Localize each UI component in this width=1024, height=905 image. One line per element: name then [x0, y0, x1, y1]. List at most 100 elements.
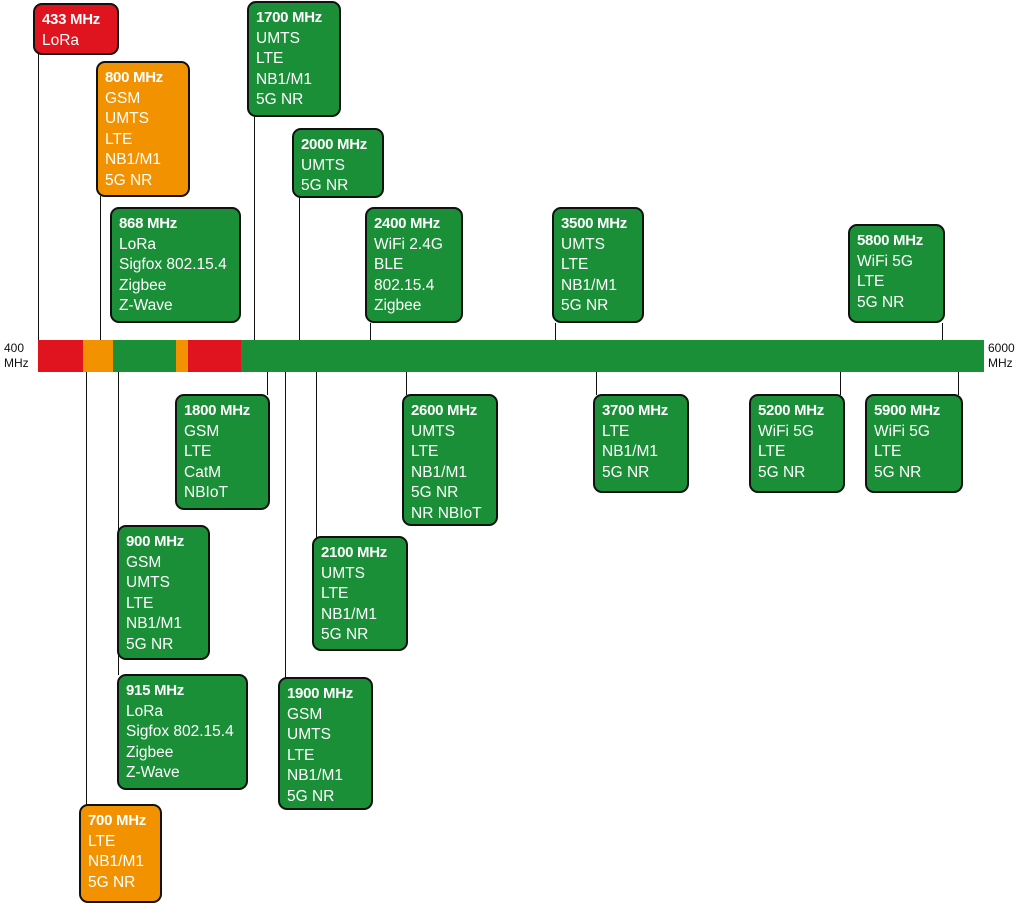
- band-tech: WiFi 2.4G: [374, 235, 443, 253]
- band-tech: 5G NR: [758, 463, 806, 481]
- band-box-2100: 2100 MHz UMTS LTE NB1/M1 5G NR: [312, 536, 408, 651]
- band-tech: UMTS: [126, 574, 170, 591]
- connector-800: [100, 196, 101, 340]
- connector-1800: [267, 372, 268, 395]
- band-tech: LTE: [287, 746, 315, 764]
- band-tech: Zigbee: [126, 743, 174, 761]
- band-title: 1800 MHz: [184, 402, 250, 419]
- band-tech: LoRa: [126, 702, 164, 720]
- band-tech: Zigbee: [119, 276, 167, 294]
- band-tech: UMTS: [105, 110, 149, 127]
- band-title: 3500 MHz: [561, 215, 627, 232]
- band-tech: GSM: [126, 553, 162, 571]
- band-box-868: 868 MHz LoRa Sigfox 802.15.4 Zigbee Z-Wa…: [110, 207, 241, 323]
- band-tech: 5G NR: [874, 463, 922, 481]
- band-tech: LTE: [602, 422, 630, 440]
- band-tech: Zigbee: [374, 297, 422, 314]
- band-tech: NB1/M1: [256, 70, 312, 88]
- band-title: 1700 MHz: [256, 9, 322, 26]
- band-tech: 5G NR: [321, 626, 369, 643]
- band-box-1800: 1800 MHz GSM LTE CatM NBIoT: [175, 394, 270, 510]
- band-title: 3700 MHz: [602, 402, 668, 419]
- band-title: 433 MHz: [42, 11, 100, 28]
- connector-700: [86, 372, 87, 805]
- band-box-433: 433 MHz LoRa: [33, 3, 119, 55]
- spectrum-bar-segment-green-2: [241, 340, 984, 372]
- band-tech: LTE: [88, 832, 116, 850]
- band-tech: WiFi 5G: [758, 422, 814, 440]
- connector-3700: [596, 372, 597, 395]
- band-tech: 5G NR: [88, 873, 136, 891]
- band-title: 700 MHz: [88, 812, 146, 829]
- band-title: 900 MHz: [126, 533, 184, 550]
- band-box-5900: 5900 MHz WiFi 5G LTE 5G NR: [865, 394, 963, 493]
- connector-2100: [316, 372, 317, 538]
- band-tech: LTE: [184, 443, 212, 460]
- band-tech: LTE: [561, 256, 589, 273]
- band-tech: NB1/M1: [287, 767, 343, 784]
- band-tech: LTE: [857, 273, 885, 290]
- band-tech: 5G NR: [561, 297, 609, 314]
- axis-end-value: 6000: [988, 341, 1015, 355]
- spectrum-bar-segment-green-1: [113, 340, 176, 372]
- band-box-2600: 2600 MHz UMTS LTE NB1/M1 5G NR NR NBIoT: [402, 394, 498, 526]
- band-tech: Z-Wave: [119, 297, 173, 314]
- spectrum-bar-segment-orange-1: [83, 340, 113, 372]
- band-title: 5900 MHz: [874, 402, 940, 419]
- band-tech: 5G NR: [602, 463, 650, 481]
- band-tech: CatM: [184, 463, 222, 481]
- band-tech: UMTS: [411, 422, 455, 440]
- band-tech: LoRa: [42, 31, 80, 49]
- connector-2000: [299, 196, 300, 340]
- band-tech: NB1/M1: [321, 605, 377, 623]
- band-box-5200: 5200 MHz WiFi 5G LTE 5G NR: [749, 394, 845, 493]
- band-tech: 5G NR: [256, 91, 304, 108]
- band-tech: UMTS: [256, 29, 300, 47]
- band-title: 5200 MHz: [758, 402, 824, 419]
- band-title: 800 MHz: [105, 69, 163, 86]
- band-tech: NB1/M1: [126, 615, 182, 632]
- band-tech: BLE: [374, 256, 404, 273]
- connector-1700: [254, 115, 255, 340]
- band-title: 2000 MHz: [301, 136, 367, 153]
- connector-5900: [958, 372, 959, 395]
- band-title: 5800 MHz: [857, 232, 923, 249]
- spectrum-bar-segment-red-2: [188, 340, 241, 372]
- band-box-2400: 2400 MHz WiFi 2.4G BLE 802.15.4 Zigbee: [365, 207, 463, 323]
- axis-start-unit: MHz: [4, 356, 29, 370]
- band-box-800: 800 MHz GSM UMTS LTE NB1/M1 5G NR: [96, 61, 190, 197]
- band-tech: LTE: [126, 594, 154, 612]
- band-tech: NR NBIoT: [411, 504, 482, 522]
- band-box-700: 700 MHz LTE NB1/M1 5G NR: [79, 804, 162, 903]
- axis-start-value: 400: [4, 341, 25, 355]
- band-tech: NB1/M1: [88, 853, 144, 870]
- band-box-2000: 2000 MHz UMTS 5G NR: [292, 128, 384, 198]
- band-box-1900: 1900 MHz GSM UMTS LTE NB1/M1 5G NR: [278, 677, 373, 810]
- connector-2600: [406, 372, 407, 395]
- band-box-915: 915 MHz LoRa Sigfox 802.15.4 Zigbee Z-Wa…: [117, 674, 248, 790]
- connector-5800: [942, 323, 943, 340]
- band-title: 2600 MHz: [411, 402, 477, 419]
- band-tech: 5G NR: [857, 293, 905, 311]
- band-tech: LTE: [874, 443, 902, 460]
- band-box-5800: 5800 MHz WiFi 5G LTE 5G NR: [848, 224, 945, 323]
- band-tech: Z-Wave: [126, 764, 180, 781]
- band-tech: GSM: [105, 89, 141, 107]
- band-box-3500: 3500 MHz UMTS LTE NB1/M1 5G NR: [552, 207, 644, 323]
- band-tech: 5G NR: [105, 171, 153, 189]
- connector-3500: [555, 323, 556, 340]
- band-tech: 5G NR: [126, 635, 174, 653]
- band-title: 2100 MHz: [321, 544, 387, 561]
- connector-915: [118, 372, 119, 675]
- band-tech: LTE: [758, 443, 786, 460]
- band-tech: UMTS: [561, 235, 605, 253]
- band-title: 868 MHz: [119, 215, 177, 232]
- band-tech: 5G NR: [301, 177, 349, 194]
- band-tech: LTE: [321, 585, 349, 602]
- band-tech: LTE: [256, 50, 284, 67]
- band-tech: 802.15.4: [374, 276, 435, 294]
- band-tech: WiFi 5G: [874, 422, 930, 440]
- connector-2400: [370, 323, 371, 340]
- connector-1900: [285, 372, 286, 678]
